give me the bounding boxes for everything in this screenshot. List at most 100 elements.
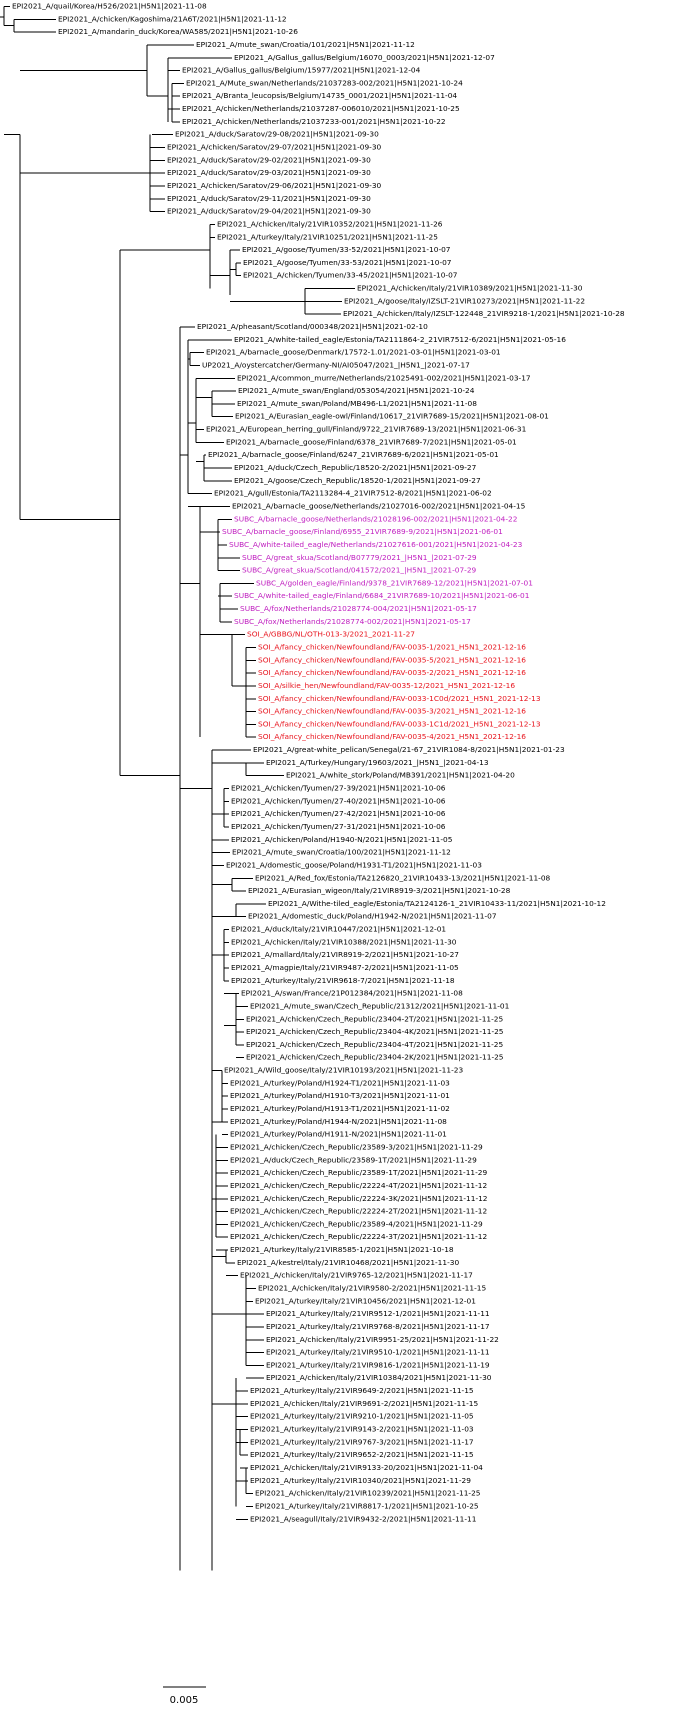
tip-label: EPI2021_A/Withe-tiled_eagle/Estonia/TA21… <box>268 899 606 908</box>
tip-label: EPI2021_A/turkey/Poland/H1913-T1/2021|H5… <box>230 1104 450 1113</box>
tip-label: SUBC_A/fox/Netherlands/21028774-002/2021… <box>234 617 471 626</box>
tip-label: EPI2021_A/chicken/Italy/21VIR10352/2021|… <box>217 219 443 228</box>
tip-label: EPI2021_A/chicken/Czech_Republic/23404-2… <box>246 1014 503 1023</box>
tip-label: EPI2021_A/turkey/Poland/H1944-N/2021|H5N… <box>230 1117 447 1126</box>
tip-label: EPI2021_A/chicken/Italy/21VIR9951-25/202… <box>266 1335 499 1344</box>
tip-label: SUBC_A/barnacle_goose/Finland/6955_21VIR… <box>222 527 503 536</box>
tip-label: EPI2021_A/goose/Tyumen/33-53/2021|H5N1|2… <box>243 258 452 267</box>
tip-label: EPI2021_A/great-white_pelican/Senegal/21… <box>253 745 565 754</box>
tip-label: EPI2021_A/chicken/Italy/21VIR9765-12/202… <box>240 1271 473 1280</box>
scale-bar-label: 0.005 <box>170 1695 199 1706</box>
tip-label: SUBC_A/fox/Netherlands/21028774-004/2021… <box>240 604 477 613</box>
tip-label: EPI2021_A/turkey/Italy/21VIR9510-1/2021|… <box>266 1348 490 1357</box>
tip-label: EPI2021_A/turkey/Italy/21VIR10340/2021|H… <box>250 1476 471 1485</box>
tip-label: EPI2021_A/Turkey/Hungary/19603/2021_|H5N… <box>266 758 489 767</box>
tip-label: EPI2021_A/chicken/Italy/21VIR10384/2021|… <box>266 1373 492 1382</box>
tip-label: EPI2021_A/turkey/Italy/21VIR9210-1/2021|… <box>250 1412 474 1421</box>
tip-label: EPI2021_A/magpie/Italy/21VIR9487-2/2021|… <box>231 963 459 972</box>
tip-label: EPI2021_A/mute_swan/Croatia/101/2021|H5N… <box>196 40 415 49</box>
tip-label: UP2021_A/oystercatcher/Germany-NI/AI0504… <box>202 360 470 369</box>
tip-label: EPI2021_A/chicken/Italy/21VIR10239/2021|… <box>255 1489 481 1498</box>
tip-label: EPI2021_A/Gallus_gallus/Belgium/16070_00… <box>234 53 495 62</box>
tip-label: EPI2021_A/chicken/Tyumen/27-40/2021|H5N1… <box>231 796 446 805</box>
tip-label: EPI2021_A/domestic_duck/Poland/H1942-N/2… <box>248 912 497 921</box>
tip-label: EPI2021_A/chicken/Kagoshima/21A6T/2021|H… <box>58 14 287 23</box>
tip-label: EPI2021_A/mute_swan/Poland/MB496-L1/2021… <box>237 399 477 408</box>
tip-label: EPI2021_A/seagull/Italy/21VIR9432-2/2021… <box>250 1514 477 1523</box>
tip-label: EPI2021_A/duck/Czech_Republic/23589-1T/2… <box>230 1155 477 1164</box>
tip-label: SOI_A/GBBG/NL/OTH-013-3/2021_2021-11-27 <box>247 630 415 639</box>
tip-label: SOI_A/fancy_chicken/Newfoundland/FAV-003… <box>258 655 526 664</box>
tip-label: EPI2021_A/chicken/Czech_Republic/22224-2… <box>230 1207 487 1216</box>
tip-label: EPI2021_A/turkey/Poland/H1924-T1/2021|H5… <box>230 1078 450 1087</box>
tip-label: EPI2021_A/common_murre/Netherlands/21025… <box>237 373 531 382</box>
tip-label: EPI2021_A/mute_swan/Czech_Republic/21312… <box>250 1001 510 1010</box>
tip-label: EPI2021_A/mallard/Italy/21VIR8919-2/2021… <box>231 950 459 959</box>
tip-label: EPI2021_A/goose/Czech_Republic/18520-1/2… <box>234 476 481 485</box>
tip-label: SUBC_A/barnacle_goose/Netherlands/210281… <box>234 514 517 523</box>
tip-label: EPI2021_A/pheasant/Scotland/000348/2021|… <box>197 322 428 331</box>
tip-label: SOI_A/silkie_hen/Newfoundland/FAV-0035-1… <box>258 681 515 690</box>
tip-label: SOI_A/fancy_chicken/Newfoundland/FAV-003… <box>258 707 526 716</box>
tip-label: EPI2021_A/chicken/Czech_Republic/22224-3… <box>230 1232 487 1241</box>
tip-label: EPI2021_A/duck/Saratov/29-02/2021|H5N1|2… <box>167 155 371 164</box>
tip-label: EPI2021_A/Eurasian_eagle-owl/Finland/106… <box>235 412 549 421</box>
tip-label: EPI2021_A/chicken/Czech_Republic/23404-4… <box>246 1040 503 1049</box>
tip-label: EPI2021_A/kestrel/Italy/21VIR10468/2021|… <box>237 1258 459 1267</box>
tip-label: EPI2021_A/chicken/Tyumen/27-31/2021|H5N1… <box>231 822 446 831</box>
tip-label: EPI2021_A/duck/Saratov/29-11/2021|H5N1|2… <box>167 194 371 203</box>
tip-label: EPI2021_A/goose/Italy/IZSLT-21VIR10273/2… <box>344 296 585 305</box>
tip-label: EPI2021_A/chicken/Tyumen/33-45/2021|H5N1… <box>243 271 458 280</box>
tip-label: EPI2021_A/quail/Korea/H526/2021|H5N1|202… <box>12 2 207 11</box>
tip-label: EPI2021_A/Branta_leucopsis/Belgium/14735… <box>182 91 457 100</box>
tip-label: EPI2021_A/chicken/Poland/H1940-N/2021|H5… <box>231 835 453 844</box>
tip-label: SUBC_A/great_skua/Scotland/B07779/2021_|… <box>242 553 477 562</box>
tip-label: EPI2021_A/turkey/Poland/H1910-T3/2021|H5… <box>230 1091 450 1100</box>
tip-label: EPI2021_A/turkey/Italy/21VIR9652-2/2021|… <box>250 1450 474 1459</box>
tip-label: EPI2021_A/turkey/Italy/21VIR8585-1/2021|… <box>230 1245 454 1254</box>
tip-label: EPI2021_A/barnacle_goose/Netherlands/210… <box>232 501 526 510</box>
tip-label: EPI2021_A/chicken/Czech_Republic/23404-2… <box>246 1053 504 1062</box>
tip-label: EPI2021_A/domestic_goose/Poland/H1931-T1… <box>226 860 482 869</box>
tip-label: EPI2021_A/chicken/Italy/IZSLT-122448_21V… <box>343 309 625 318</box>
tip-label: EPI2021_A/chicken/Italy/21VIR10389/2021|… <box>357 284 583 293</box>
tip-label: EPI2021_A/Mute_swan/Netherlands/21037283… <box>186 78 463 87</box>
tip-label: EPI2021_A/chicken/Czech_Republic/23589-4… <box>230 1219 483 1228</box>
tip-label: SOI_A/fancy_chicken/Newfoundland/FAV-003… <box>258 694 541 703</box>
tip-label: SUBC_A/golden_eagle/Finland/9378_21VIR76… <box>256 578 533 587</box>
tip-labels: EPI2021_A/quail/Korea/H526/2021|H5N1|202… <box>12 2 625 1524</box>
tip-label: EPI2021_A/Red_fox/Estonia/TA2126820_21VI… <box>255 873 551 882</box>
tip-label: EPI2021_A/duck/Saratov/29-03/2021|H5N1|2… <box>167 168 371 177</box>
tip-label: EPI2021_A/turkey/Italy/21VIR9767-3/2021|… <box>250 1437 474 1446</box>
tip-label: EPI2021_A/chicken/Czech_Republic/23589-3… <box>230 1142 483 1151</box>
tip-label: EPI2021_A/chicken/Czech_Republic/23404-4… <box>246 1027 504 1036</box>
tip-label: SUBC_A/white-tailed_eagle/Finland/6684_2… <box>234 591 530 600</box>
tip-label: EPI2021_A/turkey/Italy/21VIR9512-1/2021|… <box>266 1309 490 1318</box>
tip-label: EPI2021_A/barnacle_goose/Finland/6247_21… <box>208 450 499 459</box>
tip-label: EPI2021_A/chicken/Italy/21VIR9580-2/2021… <box>258 1284 486 1293</box>
tip-label: EPI2021_A/duck/Saratov/29-04/2021|H5N1|2… <box>167 207 371 216</box>
tip-label: EPI2021_A/turkey/Italy/21VIR9816-1/2021|… <box>266 1360 490 1369</box>
tip-label: EPI2021_A/duck/Italy/21VIR10447/2021|H5N… <box>231 925 446 934</box>
tip-label: EPI2021_A/turkey/Poland/H1911-N/2021|H5N… <box>230 1130 447 1139</box>
tip-label: EPI2021_A/chicken/Tyumen/27-42/2021|H5N1… <box>231 809 446 818</box>
tip-label: EPI2021_A/mandarin_duck/Korea/WA585/2021… <box>58 27 298 36</box>
tip-label: EPI2021_A/duck/Saratov/29-08/2021|H5N1|2… <box>175 130 379 139</box>
tip-label: EPI2021_A/barnacle_goose/Finland/6378_21… <box>226 437 517 446</box>
tip-label: SOI_A/fancy_chicken/Newfoundland/FAV-003… <box>258 668 526 677</box>
tip-label: EPI2021_A/barnacle_goose/Denmark/17572-1… <box>206 348 501 357</box>
tip-label: EPI2021_A/chicken/Netherlands/21037287-0… <box>182 104 460 113</box>
tip-label: EPI2021_A/chicken/Czech_Republic/22224-3… <box>230 1194 488 1203</box>
tip-label: SUBC_A/white-tailed_eagle/Netherlands/21… <box>229 540 523 549</box>
tip-label: EPI2021_A/chicken/Netherlands/21037233-0… <box>182 117 446 126</box>
tip-label: SOI_A/fancy_chicken/Newfoundland/FAV-003… <box>258 732 526 741</box>
tip-label: SOI_A/fancy_chicken/Newfoundland/FAV-003… <box>258 643 526 652</box>
tip-label: EPI2021_A/chicken/Tyumen/27-39/2021|H5N1… <box>231 784 446 793</box>
tip-label: EPI2021_A/chicken/Saratov/29-07/2021|H5N… <box>167 143 382 152</box>
tip-label: EPI2021_A/chicken/Czech_Republic/23589-1… <box>230 1168 487 1177</box>
tip-label: EPI2021_A/chicken/Italy/21VIR10388/2021|… <box>231 937 457 946</box>
tip-label: EPI2021_A/chicken/Italy/21VIR9691-2/2021… <box>250 1399 478 1408</box>
tip-label: EPI2021_A/mute_swan/Croatia/100/2021|H5N… <box>232 848 451 857</box>
tip-label: EPI2021_A/turkey/Italy/21VIR10251/2021|H… <box>217 232 438 241</box>
